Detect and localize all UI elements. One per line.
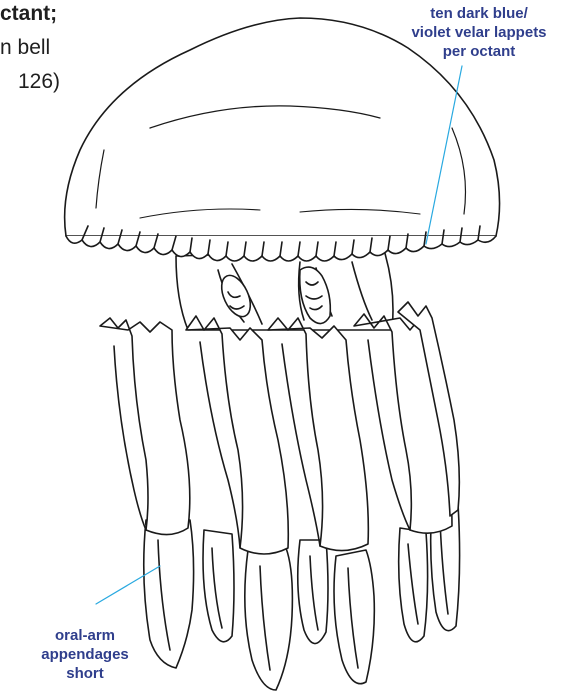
- velar-label-line-2: violet velar lappets: [394, 23, 564, 42]
- velar-lappets-label: ten dark blue/ violet velar lappets per …: [394, 4, 564, 61]
- oral-arm-appendages-label: oral-arm appendages short: [22, 626, 148, 683]
- velar-label-line-3: per octant: [394, 42, 564, 61]
- oral-arms: [100, 302, 459, 554]
- oral-arm-label-line-1: oral-arm: [22, 626, 148, 645]
- velar-label-line-1: ten dark blue/: [394, 4, 564, 23]
- oral-arm-appendages: [144, 504, 460, 690]
- oral-arm-label-line-2: appendages: [22, 645, 148, 664]
- oral-arm-label-line-3: short: [22, 664, 148, 683]
